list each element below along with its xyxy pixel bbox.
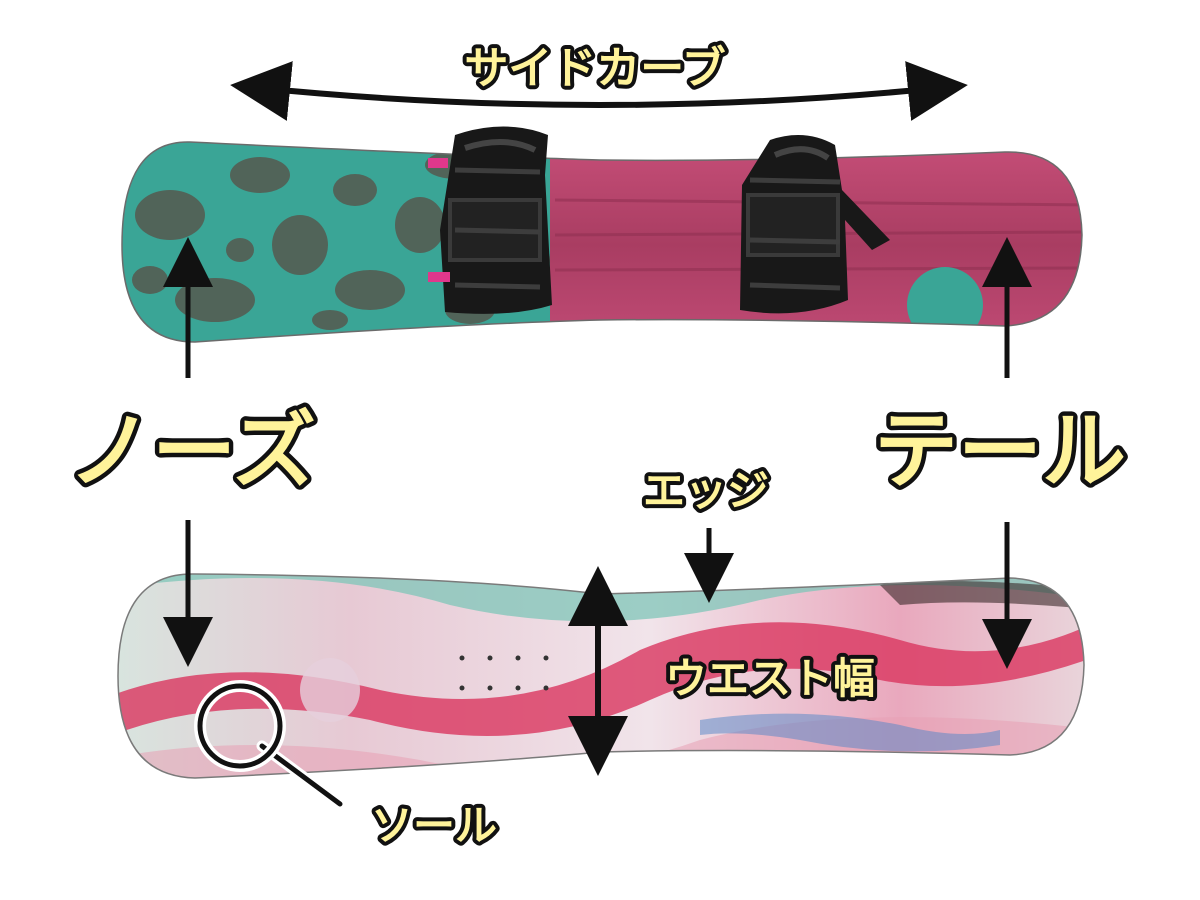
snowboard-binding-icon xyxy=(428,126,552,314)
nose-label: ノーズ xyxy=(68,402,316,500)
waist-width-label: ウエスト幅 xyxy=(665,654,875,703)
tail-label: テール xyxy=(874,402,1126,500)
snowboard-binding-icon xyxy=(740,135,890,314)
top-board xyxy=(121,126,1083,343)
sole-label: ソール xyxy=(371,801,497,850)
ring-marker-icon xyxy=(194,680,346,810)
tail-dot xyxy=(907,267,983,342)
sidecut-label: サイドカーブ xyxy=(464,43,725,94)
edge-label: エッジ xyxy=(643,466,769,515)
sidecut-arrow xyxy=(230,61,968,121)
